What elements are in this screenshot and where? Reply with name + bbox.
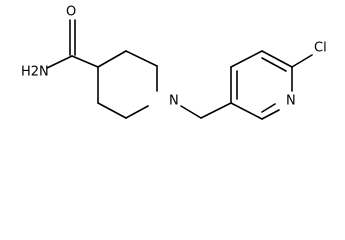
bond-py-5	[261, 109, 280, 120]
bond-py-3-inner	[261, 57, 287, 72]
atom-label-chlorine: Cl	[314, 41, 327, 56]
atom-label-piperidine-nitrogen: N	[169, 94, 179, 109]
bond-pip-5	[97, 102, 127, 119]
bond-py-3	[261, 50, 293, 68]
bond-pip-4	[125, 105, 149, 119]
bond-c-n-amide	[46, 55, 73, 69]
atom-label-amide-oxygen: O	[66, 5, 76, 20]
bond-pip-1	[97, 50, 127, 68]
bond-ch2-ring	[200, 102, 232, 119]
bond-pip-2	[125, 50, 158, 67]
bond-c-ring	[71, 55, 99, 68]
bond-py-2	[230, 50, 263, 68]
piperidine-ring	[97, 50, 158, 119]
bond-n-ch2	[180, 105, 202, 119]
carboxamide-group	[46, 19, 99, 69]
bond-py-6	[230, 102, 263, 120]
methylene-linker	[180, 102, 232, 119]
chemical-structure: O H2N N N Cl	[21, 5, 327, 120]
atom-label-amide-nitrogen: H2N	[21, 65, 49, 80]
structure-canvas: O H2N N N Cl	[21, 5, 327, 120]
pyridine-ring	[230, 50, 293, 120]
bond-c-cl	[291, 54, 313, 68]
bond-py-5-inner	[261, 103, 276, 113]
atom-label-pyridine-nitrogen: N	[286, 94, 296, 109]
